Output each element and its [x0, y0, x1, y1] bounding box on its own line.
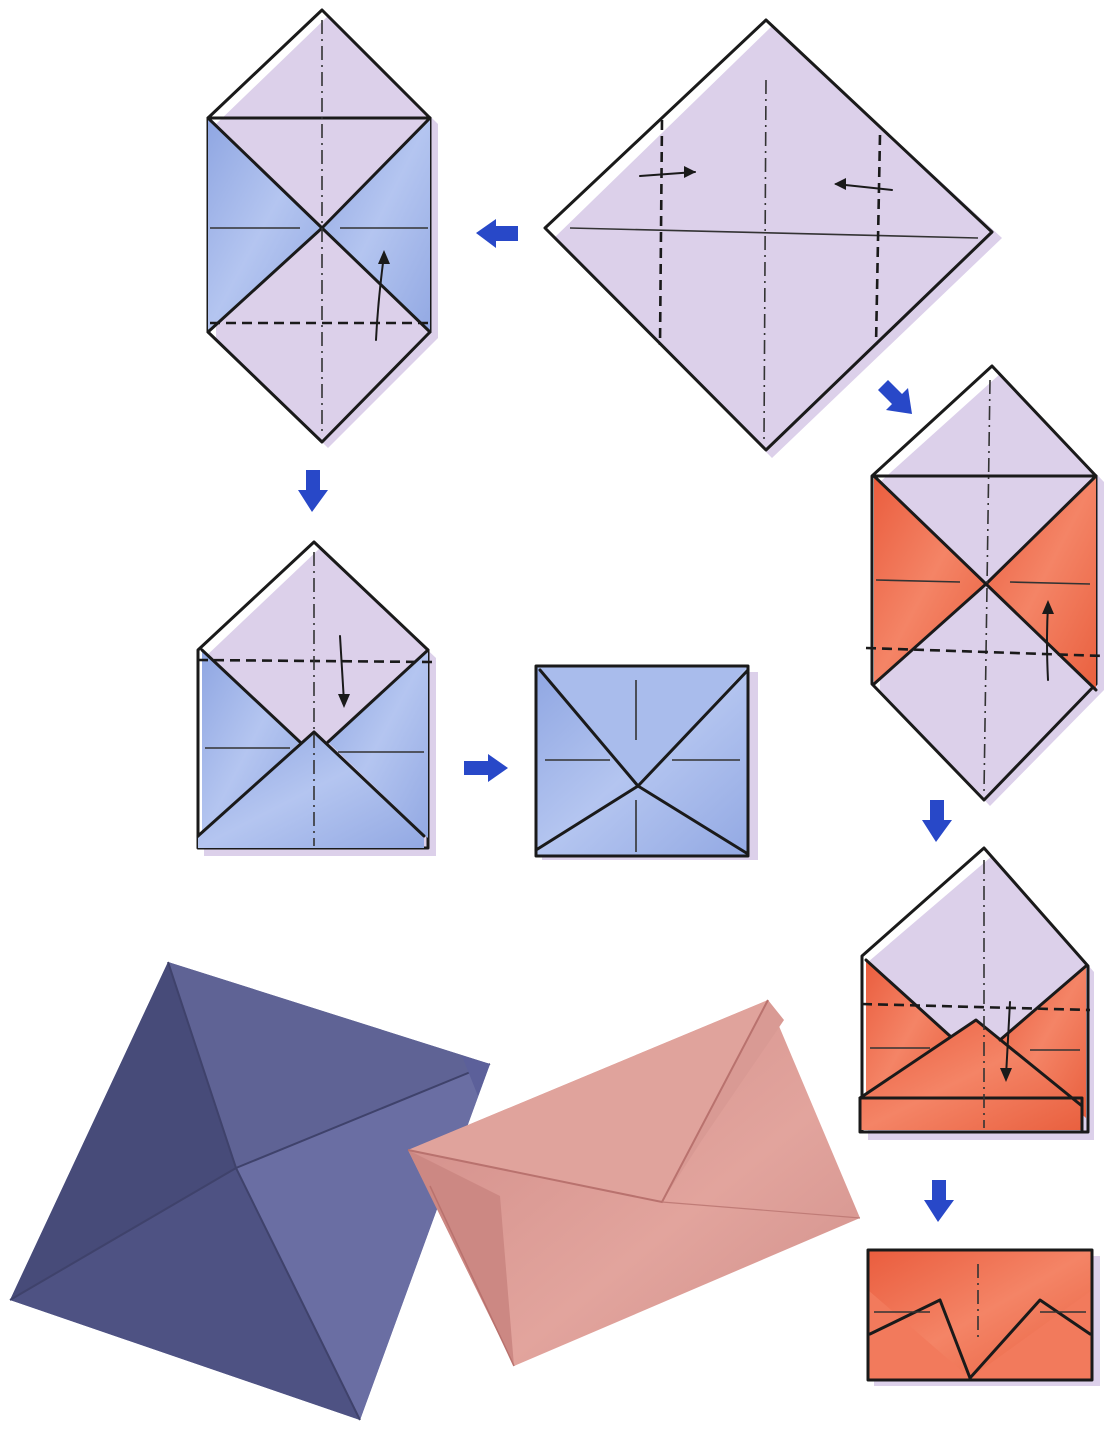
blue-step-3	[198, 542, 436, 856]
blue-step-4-finished	[536, 666, 758, 860]
step-1-square	[545, 20, 1002, 458]
arrow-down-right-icon	[878, 380, 912, 414]
arrow-down-icon	[298, 470, 328, 512]
arrow-right-icon	[464, 754, 508, 782]
red-step-2	[866, 366, 1104, 806]
arrow-down-icon	[922, 800, 952, 842]
red-step-3	[860, 848, 1094, 1140]
photo-blue-envelope	[10, 962, 490, 1420]
red-step-4-finished	[868, 1250, 1100, 1386]
arrow-down-icon	[924, 1180, 954, 1222]
photo-pink-envelope	[408, 1000, 860, 1366]
arrow-left-icon	[476, 219, 518, 248]
blue-step-2	[208, 10, 438, 448]
